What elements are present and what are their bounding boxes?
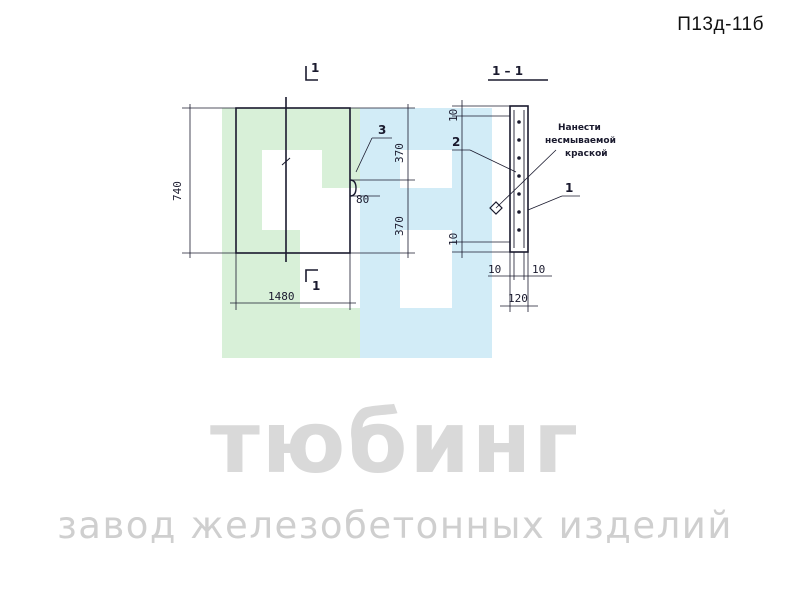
plan-view <box>182 66 415 310</box>
dim-thickness: 120 <box>508 292 528 305</box>
callout-2: 2 <box>452 135 460 149</box>
dim-width-total: 1480 <box>268 290 295 303</box>
callout-1: 1 <box>565 181 573 195</box>
drawing-code: П13д-11б <box>677 14 764 35</box>
dim-bottom-right: 10 <box>532 263 545 276</box>
watermark-tagline: завод железобетонных изделий <box>57 504 733 547</box>
dim-offset: 80 <box>356 193 369 206</box>
dim-bottom-left: 10 <box>488 263 501 276</box>
section-title: 1 – 1 <box>492 64 523 78</box>
note-line-2: несмываемой <box>545 136 616 146</box>
drawing-labels: 1 1 1 – 1 740 1480 370 370 80 10 10 10 1… <box>171 61 616 305</box>
dim-upper-half: 370 <box>393 143 406 163</box>
dim-edge-top: 10 <box>447 109 460 122</box>
section-mark-bottom: 1 <box>312 279 320 293</box>
section-view <box>452 79 580 312</box>
note-line-1: Нанести <box>558 123 601 133</box>
section-mark-top: 1 <box>311 61 319 75</box>
note-line-3: краской <box>565 149 608 159</box>
dim-lower-half: 370 <box>393 216 406 236</box>
dim-height-total: 740 <box>171 181 184 201</box>
dim-edge-bottom: 10 <box>447 233 460 246</box>
callout-3: 3 <box>378 123 386 137</box>
watermark-brand: тюбинг <box>209 393 581 493</box>
